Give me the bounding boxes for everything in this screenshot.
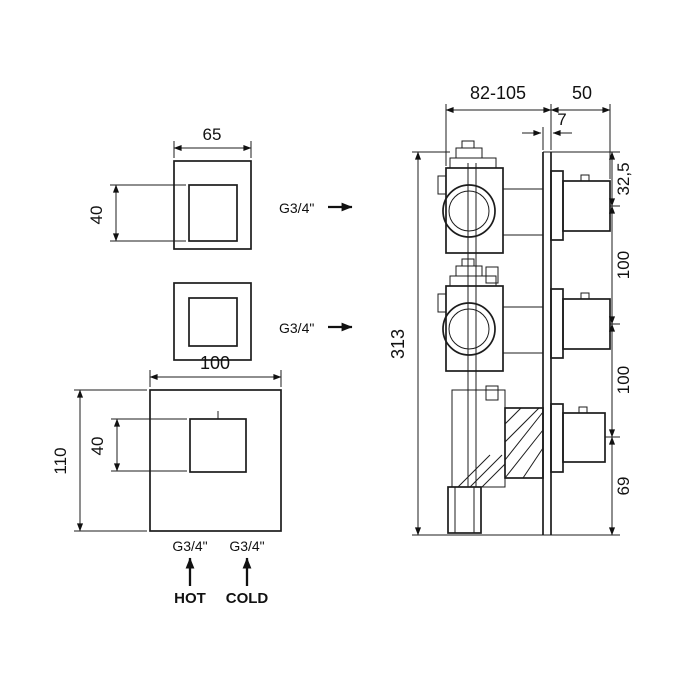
dim-100-lower-label: 100 [614, 366, 633, 394]
dim-total-height: 313 [388, 151, 620, 536]
cartridge-top-housing [445, 167, 504, 254]
dim-69-label: 69 [614, 477, 633, 496]
handle-middle [550, 288, 611, 359]
dim-100-upper-label: 100 [614, 251, 633, 279]
dim-65-label: 65 [203, 125, 222, 144]
dim-height-40-bottom: 40 [88, 418, 187, 472]
middle-plate-outer [173, 282, 252, 361]
outlet-pipe [447, 486, 482, 534]
handle-top-grip [562, 180, 611, 232]
handle-bottom-indicator [578, 406, 588, 414]
bottom-connections: G3/4" G3/4" HOT COLD [172, 538, 268, 607]
handle-middle-grip [562, 298, 611, 350]
cartridge-middle-housing [445, 285, 504, 372]
cartridge-top [437, 140, 543, 254]
cartridge-middle [437, 258, 543, 372]
cold-label: COLD [226, 590, 269, 607]
handle-bottom-flange [550, 403, 564, 473]
dim-right-chain: 32,5 100 100 69 [551, 151, 633, 536]
dim-width-65: 65 [173, 125, 252, 158]
dim-depth: 82-105 50 [445, 83, 611, 179]
dim-50-label: 50 [572, 83, 592, 103]
middle-plate-front [173, 282, 252, 361]
top-plate-outer [173, 160, 252, 250]
dim-32-5-label: 32,5 [614, 162, 633, 195]
handle-bottom [550, 403, 606, 473]
bottom-plate-front [149, 389, 282, 532]
handle-top-flange [550, 170, 564, 241]
dim-width-100: 100 [149, 353, 282, 387]
dim-110-label: 110 [51, 447, 70, 474]
inlet-top-annotation: G3/4" [279, 200, 353, 216]
dim-7-label: 7 [557, 110, 566, 129]
wall-plate [542, 151, 552, 536]
g34-cold-label: G3/4" [229, 538, 264, 554]
stop-ring-upper [485, 266, 499, 284]
handle-middle-flange [550, 288, 564, 359]
handle-top-indicator [580, 174, 590, 182]
handle-bottom-grip [562, 412, 606, 463]
valve-body-block [504, 407, 544, 479]
side-view: 82-105 50 7 313 32,5 100 [388, 83, 633, 536]
g34-hot-label: G3/4" [172, 538, 207, 554]
dim-40-top-label: 40 [87, 206, 106, 225]
stop-ring-lower [485, 385, 499, 401]
g34-top-label: G3/4" [279, 200, 314, 216]
cartridge-middle-circle [442, 302, 496, 356]
handle-middle-indicator [580, 292, 590, 300]
inlet-middle-annotation: G3/4" [279, 320, 353, 336]
mounting-rails [467, 163, 477, 487]
middle-plate-handle [188, 297, 238, 347]
dim-height-110: 110 [51, 389, 147, 532]
handle-top [550, 170, 611, 241]
top-plate-handle [188, 184, 238, 242]
valve-body-bottom [447, 389, 544, 534]
dim-313-label: 313 [388, 329, 408, 359]
dim-height-40-top: 40 [87, 184, 186, 242]
g34-middle-label: G3/4" [279, 320, 314, 336]
bottom-plate-outer [149, 389, 282, 532]
dim-40-bottom-label: 40 [88, 437, 107, 456]
cartridge-top-circle [442, 184, 496, 238]
hot-label: HOT [174, 590, 206, 607]
bottom-plate-handle [189, 418, 247, 473]
dim-100-label: 100 [200, 353, 230, 373]
front-view: 65 40 G3/4" G3/4" [51, 125, 353, 607]
dim-plate-thickness: 7 [522, 110, 572, 150]
dim-82-105-label: 82-105 [470, 83, 526, 103]
top-plate-front [173, 160, 252, 250]
